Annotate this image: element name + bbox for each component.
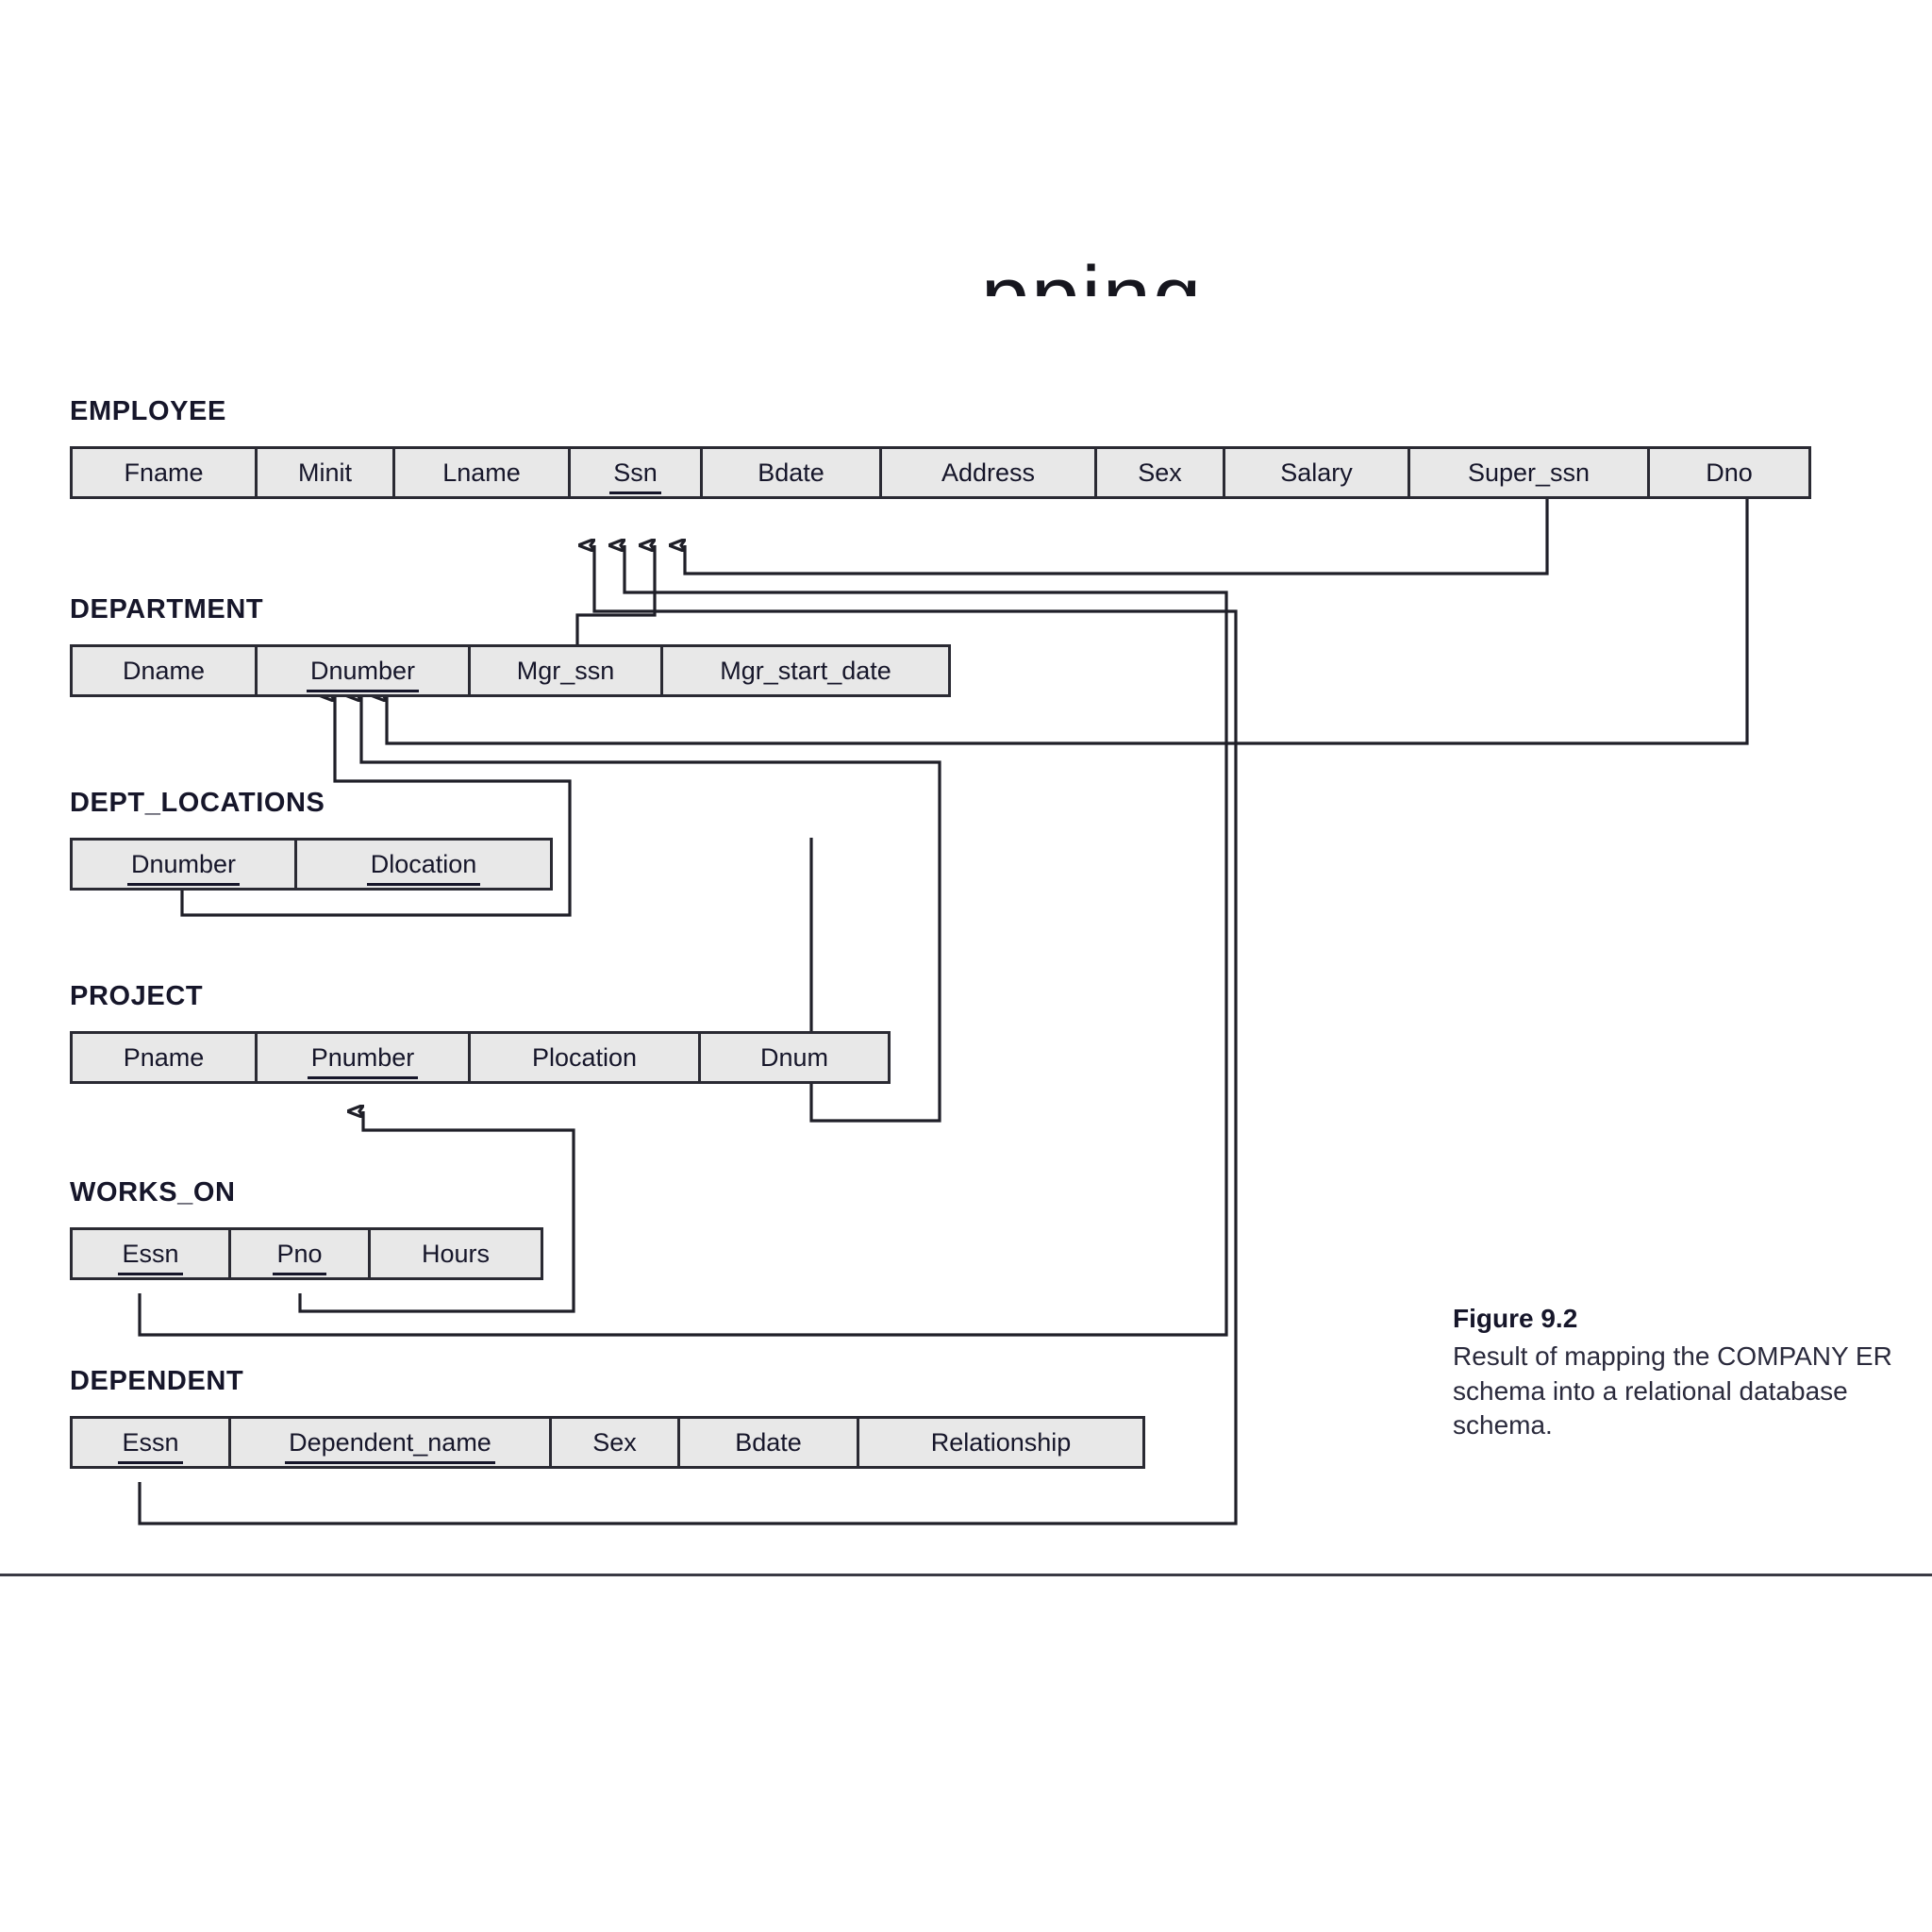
relation-name-dept-locations: DEPT_LOCATIONS — [70, 788, 325, 818]
attr-wo-pno[interactable]: Pno — [231, 1230, 371, 1277]
cropped-heading-fragment: pping — [981, 236, 1203, 296]
relation-name-department: DEPARTMENT — [70, 594, 264, 625]
attr-dl-dlocation[interactable]: Dlocation — [366, 849, 480, 886]
attr-dl-dnumber[interactable]: Dnumber — [73, 841, 297, 888]
attr-mgr-ssn[interactable]: Mgr_ssn — [471, 647, 663, 694]
relation-name-employee: EMPLOYEE — [70, 396, 226, 426]
figure-caption: Figure 9.2 Result of mapping the COMPANY… — [1453, 1302, 1896, 1443]
attr-dep-sex[interactable]: Sex — [552, 1419, 680, 1466]
attr-mgr-start-date[interactable]: Mgr_start_date — [720, 656, 891, 685]
attr-plocation[interactable]: Plocation — [471, 1034, 701, 1081]
attr-sex[interactable]: Sex — [1097, 449, 1225, 496]
relation-works-on: Essn Pno Hours — [70, 1227, 543, 1280]
attr-dep-dependent-name[interactable]: Dependent_name — [231, 1419, 552, 1466]
attr-fname[interactable]: Fname — [73, 449, 258, 496]
attr-ssn[interactable]: Ssn — [571, 449, 703, 496]
relation-name-works-on: WORKS_ON — [70, 1177, 236, 1208]
attr-dep-relationship[interactable]: Relationship — [930, 1427, 1072, 1457]
attr-address[interactable]: Address — [882, 449, 1097, 496]
attr-super-ssn[interactable]: Super_ssn — [1410, 449, 1650, 496]
page-bottom-rule — [0, 1574, 1932, 1576]
attr-salary[interactable]: Salary — [1225, 449, 1410, 496]
figure-caption-text: Result of mapping the COMPANY ER schema … — [1453, 1341, 1892, 1441]
attr-lname[interactable]: Lname — [395, 449, 571, 496]
relation-dept-locations: Dnumber Dlocation — [70, 838, 553, 891]
fk-mgr-ssn-to-ssn — [575, 545, 657, 649]
attr-dnumber[interactable]: Dnumber — [258, 647, 471, 694]
relation-name-project: PROJECT — [70, 981, 204, 1011]
relation-department: Dname Dnumber Mgr_ssn Mgr_start_date — [70, 644, 951, 697]
attr-minit[interactable]: Minit — [258, 449, 395, 496]
relation-dependent: Essn Dependent_name Sex Bdate Relationsh… — [70, 1416, 1145, 1469]
attr-wo-essn[interactable]: Essn — [73, 1230, 231, 1277]
relation-employee: Fname Minit Lname Ssn Bdate Address Sex … — [70, 446, 1811, 499]
attr-dname[interactable]: Dname — [73, 647, 258, 694]
attr-bdate[interactable]: Bdate — [703, 449, 882, 496]
relation-name-dependent: DEPENDENT — [70, 1366, 244, 1396]
attr-dep-bdate[interactable]: Bdate — [680, 1419, 859, 1466]
fk-dno-to-dnumber — [387, 499, 1749, 745]
attr-wo-hours[interactable]: Hours — [421, 1239, 491, 1268]
attr-pname[interactable]: Pname — [73, 1034, 258, 1081]
fk-pno-to-pnumber — [298, 1111, 575, 1313]
attr-dnum[interactable]: Dnum — [759, 1042, 829, 1072]
attr-dno[interactable]: Dno — [1706, 458, 1753, 487]
relation-project: Pname Pnumber Plocation Dnum — [70, 1031, 891, 1084]
fk-super-ssn-to-ssn — [685, 499, 1549, 575]
attr-dep-essn[interactable]: Essn — [73, 1419, 231, 1466]
figure-number: Figure 9.2 — [1453, 1304, 1578, 1333]
attr-pnumber[interactable]: Pnumber — [258, 1034, 471, 1081]
